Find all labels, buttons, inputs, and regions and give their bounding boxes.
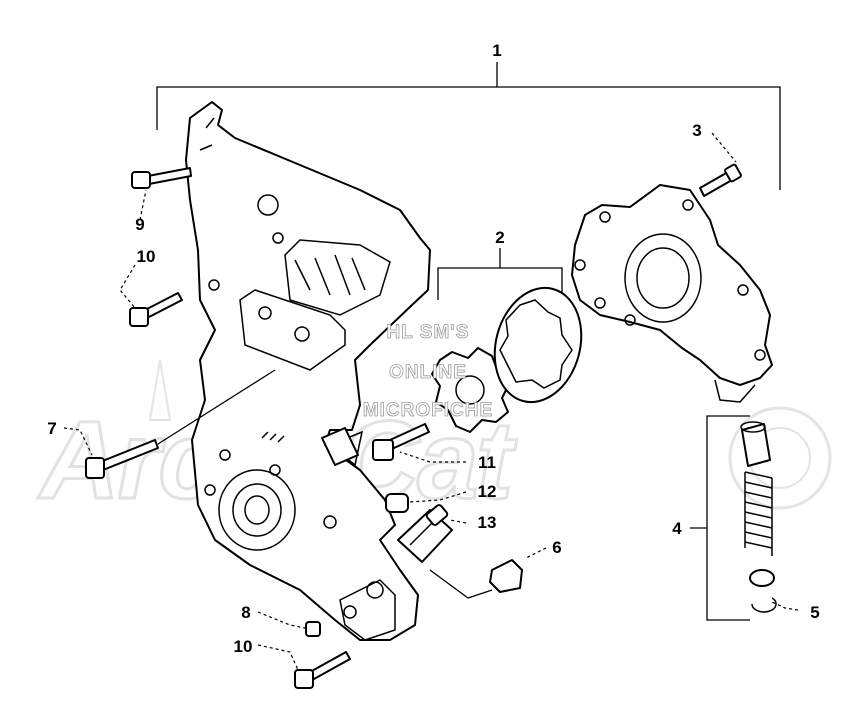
circlip-5 <box>751 597 777 613</box>
watermark-line-3: MICROFICHE <box>363 400 493 421</box>
relief-valve-washer <box>749 569 775 587</box>
watermark-line-2: ONLINE <box>389 362 467 383</box>
callout-12: 12 <box>478 482 497 501</box>
bracket-assembly-2 <box>437 248 563 300</box>
callout-10-lower: 10 <box>234 637 253 656</box>
outer-rotor <box>493 286 583 404</box>
callout-7: 7 <box>47 419 56 438</box>
watermark-text: HL SM'S ONLINE MICROFICHE <box>362 322 493 422</box>
bolt-3 <box>699 163 742 197</box>
callout-1: 1 <box>492 41 501 60</box>
bracket-assembly-4 <box>690 415 750 621</box>
oil-pump-housing <box>571 184 773 403</box>
inner-rotor <box>431 347 511 433</box>
leader-lines <box>63 132 799 671</box>
bracket-assembly-1 <box>156 62 781 190</box>
dowel-sleeve <box>321 427 359 466</box>
callout-5: 5 <box>810 603 819 622</box>
watermark-line-1: HL SM'S <box>387 322 470 343</box>
callout-2: 2 <box>495 228 504 247</box>
callout-4: 4 <box>672 519 682 538</box>
bolt-10-lower <box>294 651 351 689</box>
bolt-7 <box>85 369 276 479</box>
bolt-10-upper <box>129 292 183 327</box>
front-cover <box>185 101 431 641</box>
relief-valve-cap <box>740 421 771 467</box>
callout-3: 3 <box>692 121 701 140</box>
callout-13: 13 <box>478 513 497 532</box>
bolt-8 <box>305 621 321 637</box>
callout-6: 6 <box>552 538 561 557</box>
relief-valve-spring <box>744 471 773 556</box>
sensor-13 <box>397 504 453 563</box>
callout-9: 9 <box>135 215 144 234</box>
bushing-12 <box>385 493 409 513</box>
bolt-9 <box>131 167 192 189</box>
callout-8: 8 <box>241 603 250 622</box>
plug-6 <box>429 559 523 599</box>
callouts: 1 2 3 4 5 6 7 8 9 10 10 11 12 13 <box>47 41 819 656</box>
callout-11: 11 <box>478 453 496 472</box>
bolt-11 <box>372 423 430 461</box>
callout-10-upper: 10 <box>137 247 156 266</box>
